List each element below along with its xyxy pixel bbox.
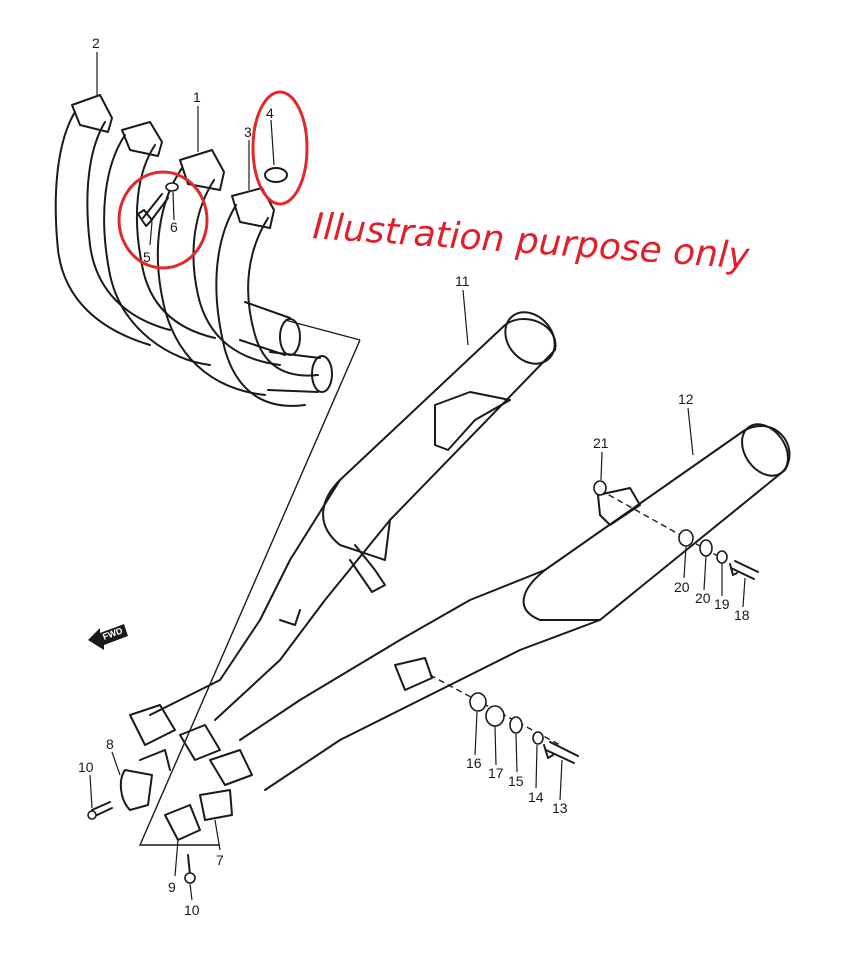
highlight-circle-gasket: [251, 90, 309, 206]
gasket-4: [264, 167, 288, 183]
callout-20a: 20: [674, 579, 690, 595]
bolt-10-lower: [184, 854, 196, 884]
callout-7: 7: [216, 852, 224, 868]
callout-10-lower: 10: [184, 902, 200, 918]
callout-6: 6: [170, 219, 178, 235]
callout-17: 17: [488, 765, 504, 781]
callout-8: 8: [106, 736, 114, 752]
callout-19: 19: [714, 596, 730, 612]
callout-1: 1: [193, 89, 201, 105]
leader-lines: [89, 52, 746, 901]
callout-10-upper: 10: [78, 759, 94, 775]
callout-18: 18: [734, 607, 750, 623]
bolt-10-upper: [87, 801, 113, 820]
mount-hardware-upper: [593, 480, 759, 580]
callout-20b: 20: [695, 590, 711, 606]
bolt-5: [137, 193, 169, 227]
callout-15: 15: [508, 773, 524, 789]
callout-3: 3: [244, 124, 252, 140]
callout-14: 14: [528, 789, 544, 805]
header-pipes: [54, 94, 333, 407]
highlight-circle-bolt: [117, 170, 209, 270]
mount-hardware-lower: [429, 674, 579, 764]
fwd-arrow-icon: FWD: [88, 624, 128, 650]
callout-2: 2: [92, 35, 100, 51]
callout-9: 9: [168, 879, 176, 895]
callout-13: 13: [552, 800, 568, 816]
callout-12: 12: [678, 391, 694, 407]
annotation-text: Illustration purpose only: [311, 206, 751, 277]
callout-5: 5: [143, 249, 151, 265]
callout-numbers: 2 1 3 4 5 6 11 12 21 16 17 15 14 13 20 2…: [78, 35, 750, 918]
callout-11: 11: [455, 273, 470, 289]
muffler-12: [239, 423, 791, 791]
callout-16: 16: [466, 755, 482, 771]
washer-6: [165, 182, 179, 192]
pipe-joints: [119, 704, 253, 841]
callout-4: 4: [266, 105, 274, 121]
callout-21: 21: [593, 435, 609, 451]
muffler-11: [149, 311, 557, 721]
